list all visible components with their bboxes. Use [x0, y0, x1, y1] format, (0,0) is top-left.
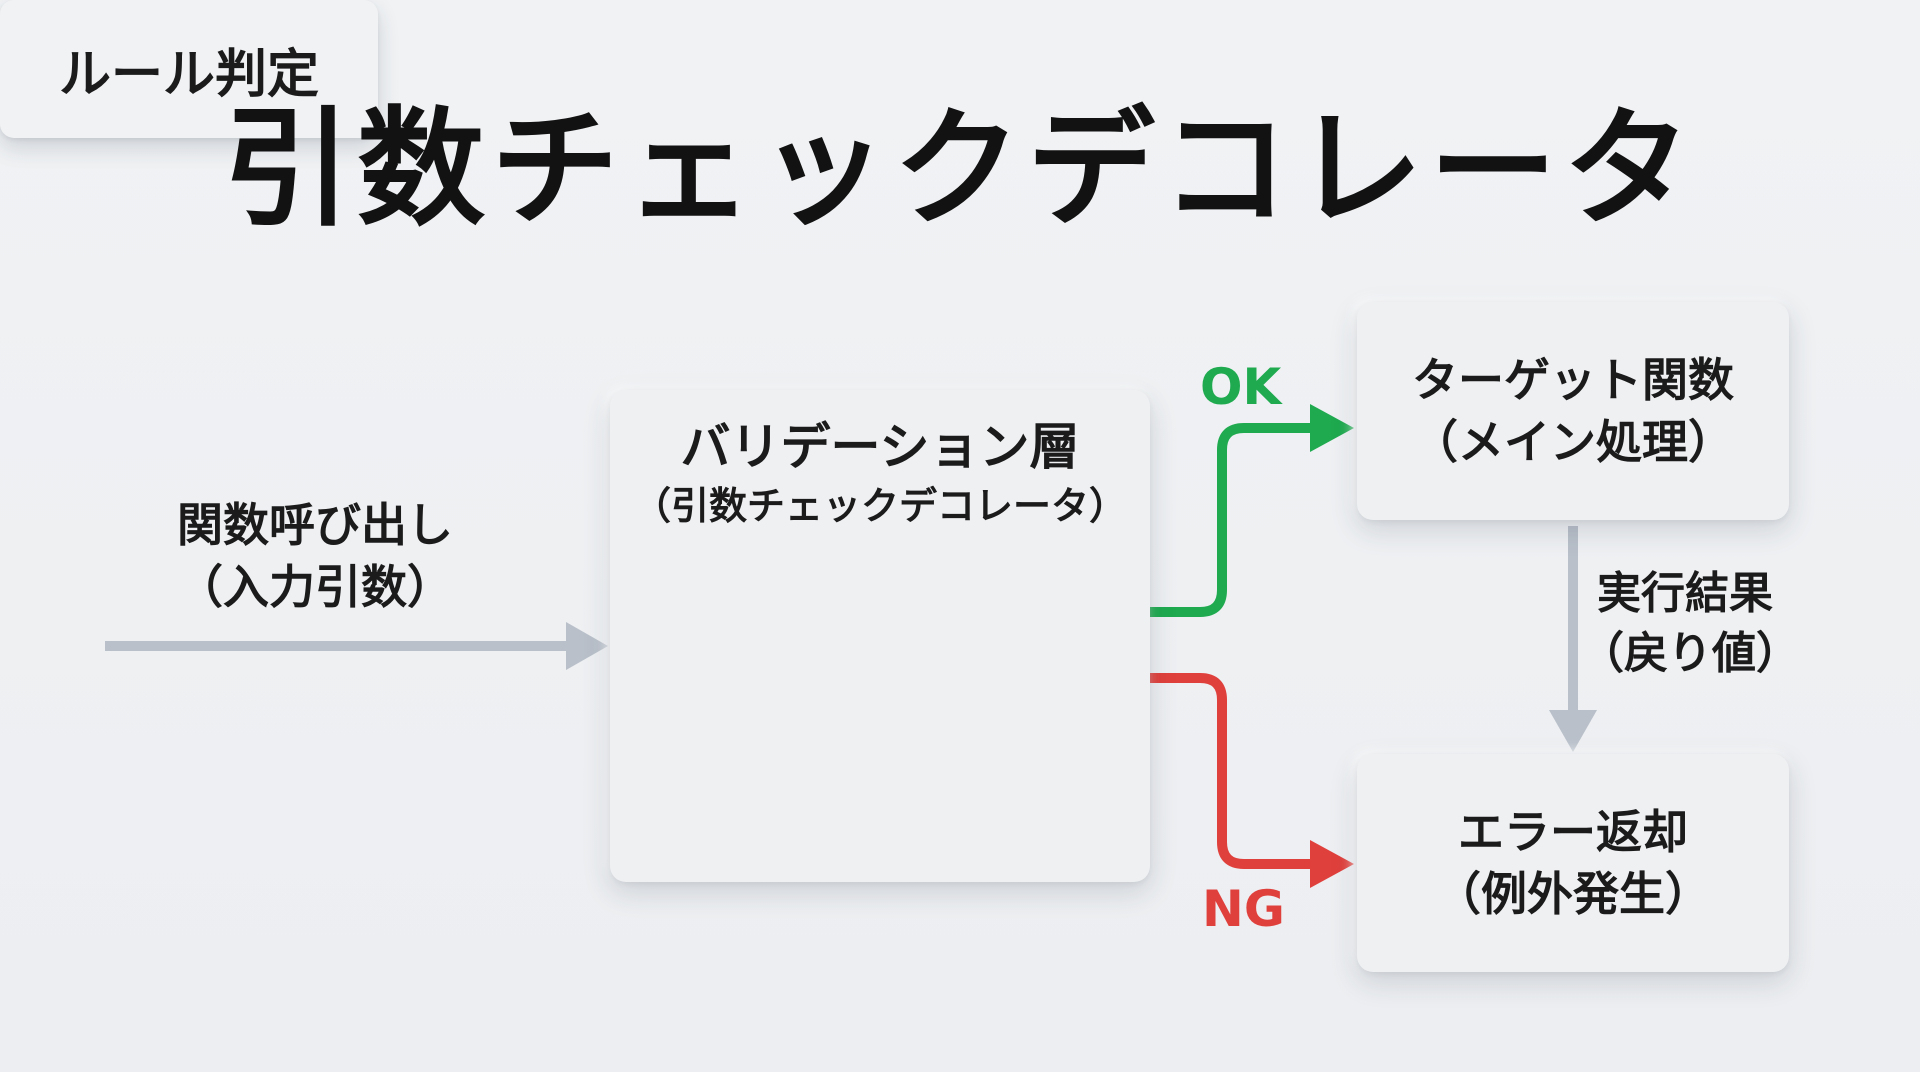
input-label: 関数呼び出し （入力引数） — [150, 494, 480, 618]
validation-layer-box — [610, 390, 1150, 882]
rule-judgement-label: ルール判定 — [58, 44, 319, 105]
target-function-subtitle: （メイン処理） — [1412, 415, 1734, 469]
input-label-line2: （入力引数） — [177, 560, 453, 614]
execution-result-line2: （戻り値） — [1580, 628, 1800, 679]
validation-layer-title: バリデーション層 — [680, 418, 1080, 476]
ng-branch-label: NG — [1202, 880, 1285, 938]
execution-result-label: 実行結果 （戻り値） — [1580, 564, 1800, 684]
target-function-box: ターゲット関数 （メイン処理） — [1357, 302, 1789, 520]
ok-arrow-head — [1310, 404, 1354, 452]
ok-arrow-path — [1068, 423, 1320, 617]
error-return-box: エラー返却 （例外発生） — [1357, 754, 1789, 972]
rule-judgement-box: ルール判定 — [0, 0, 378, 138]
error-return-title: エラー返却 — [1458, 805, 1688, 859]
target-function-title: ターゲット関数 — [1412, 353, 1734, 407]
input-arrow-head — [566, 622, 608, 670]
diagram-title: 引数チェックデコレータ — [222, 95, 1697, 244]
result-arrow-head — [1549, 710, 1597, 752]
input-label-line1: 関数呼び出し — [177, 498, 453, 552]
ok-branch-label: OK — [1200, 358, 1282, 416]
error-return-subtitle: （例外発生） — [1435, 867, 1711, 921]
ng-arrow-path — [1068, 673, 1320, 869]
ng-arrow-head — [1310, 840, 1354, 888]
validation-layer-subtitle: （引数チェックデコレータ） — [632, 484, 1127, 528]
execution-result-line1: 実行結果 — [1597, 568, 1773, 619]
